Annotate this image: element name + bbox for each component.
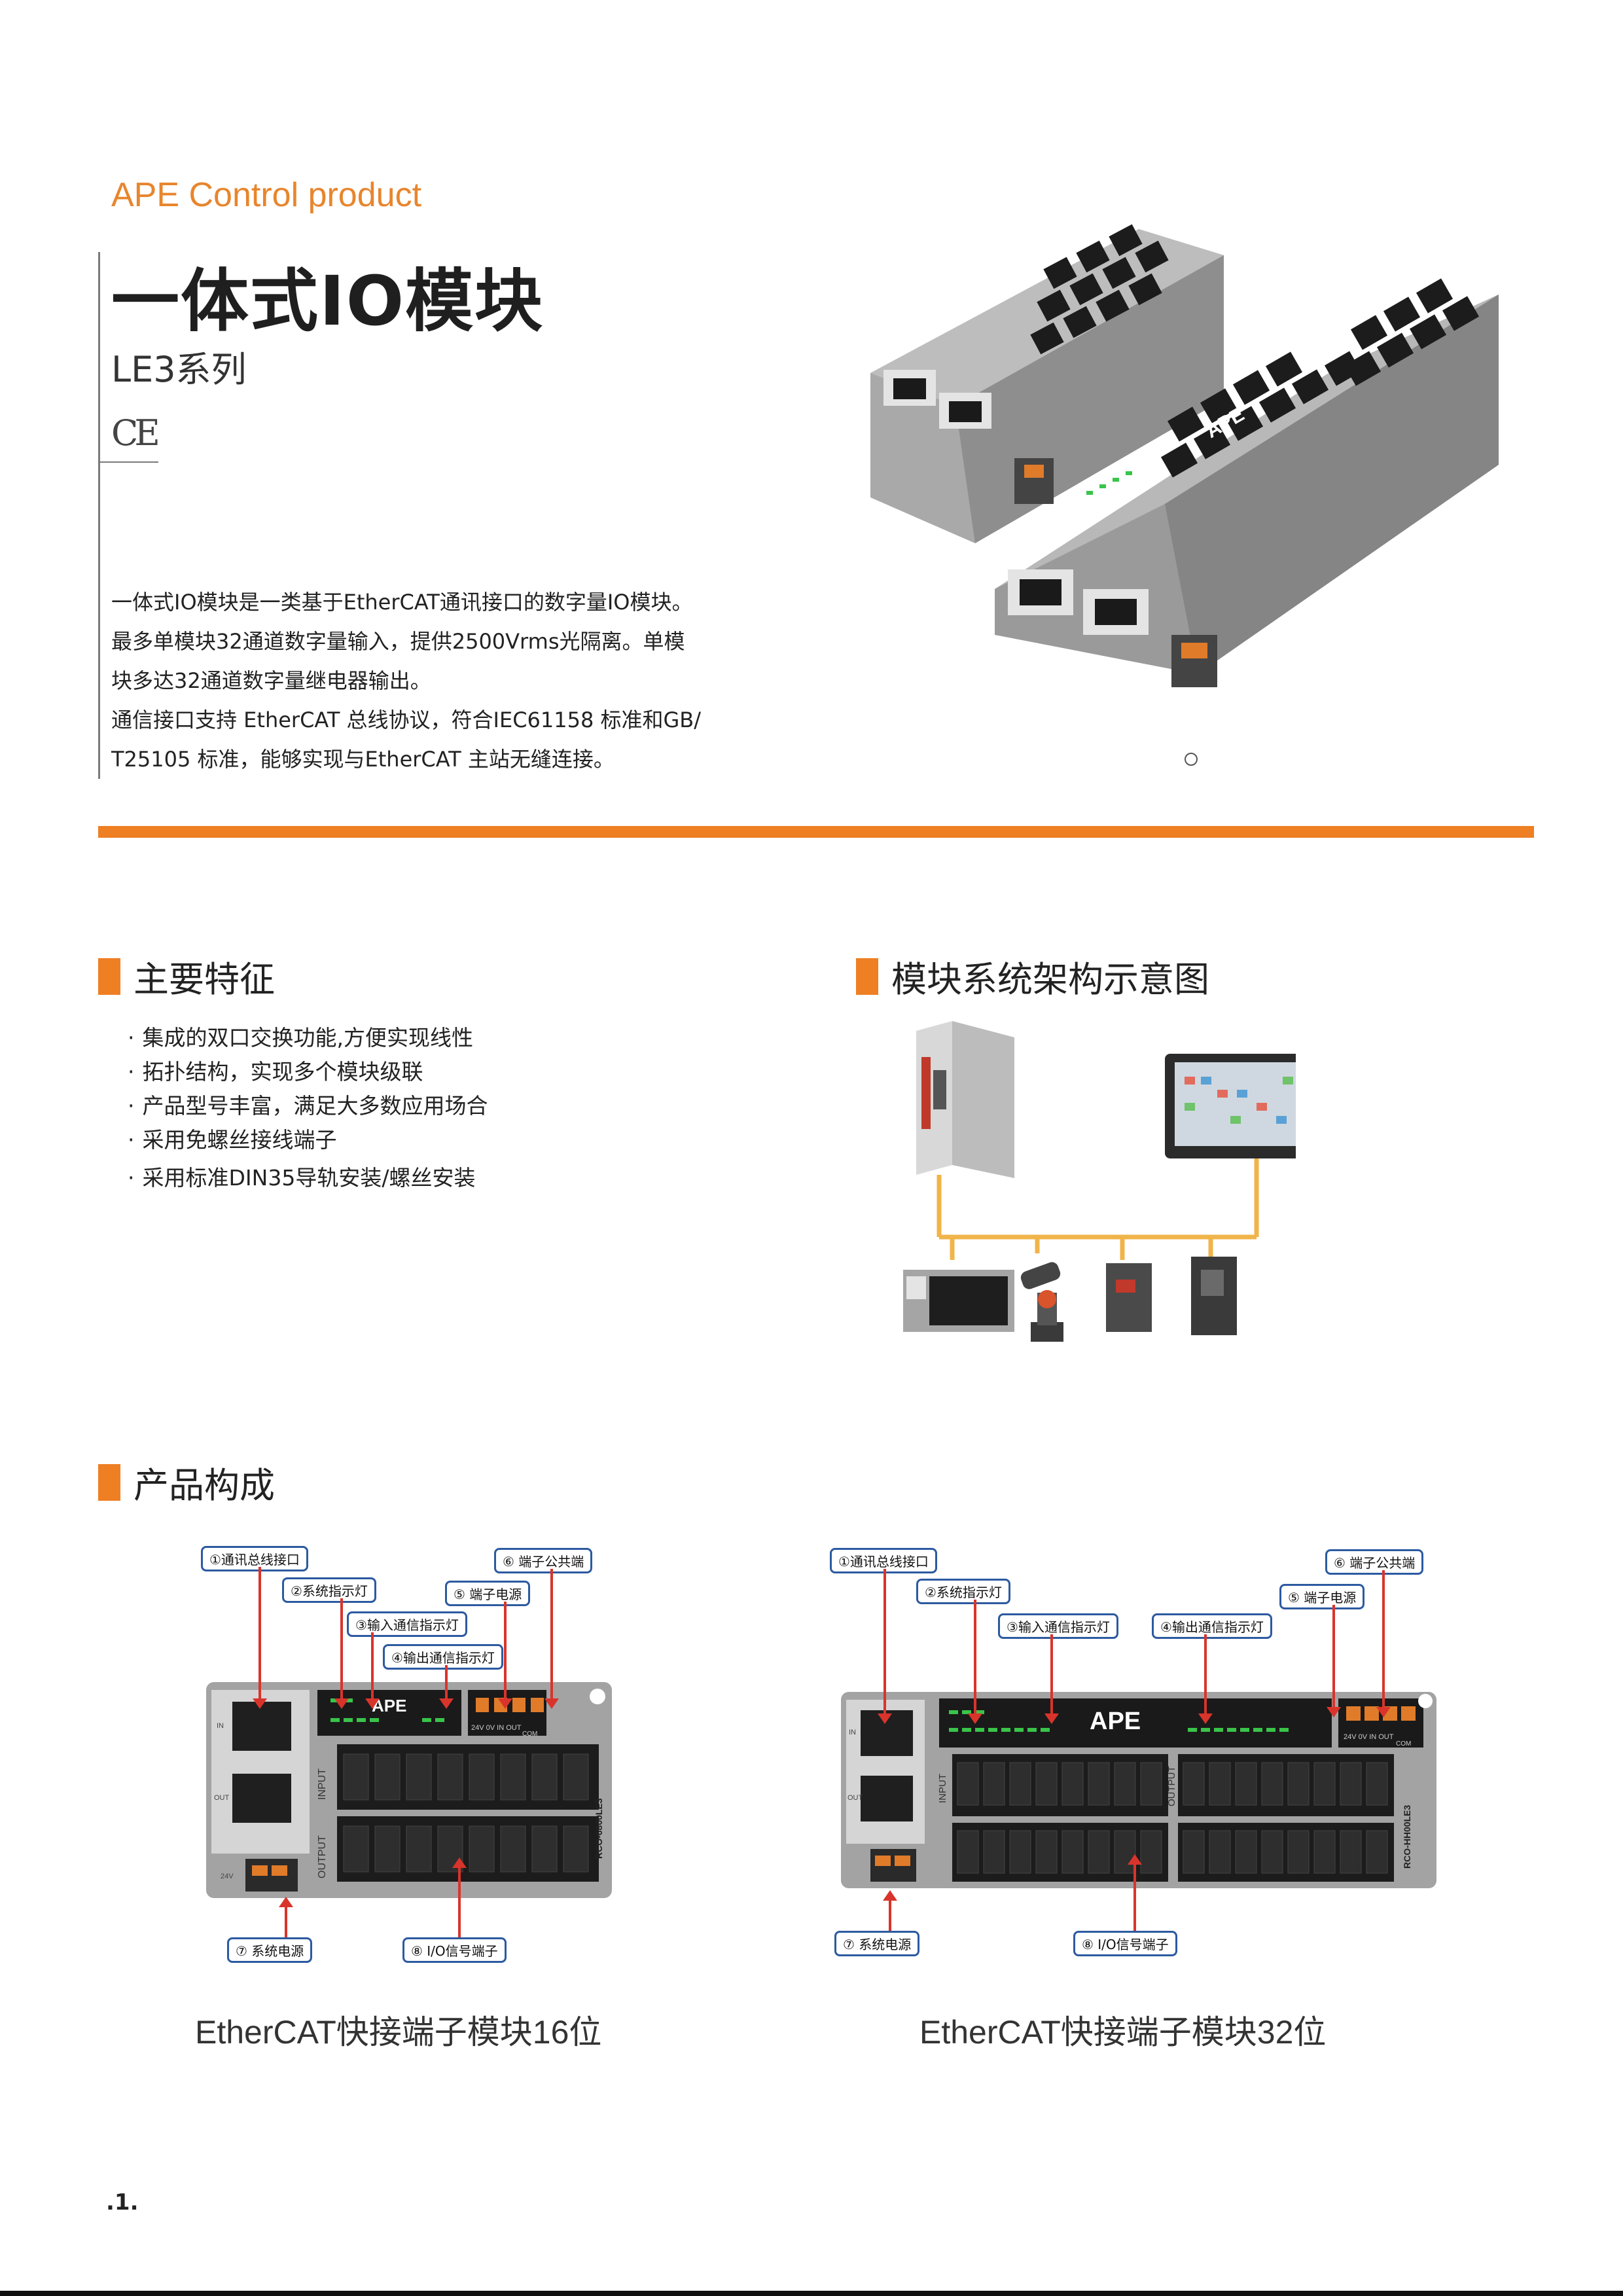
module32-power-labels: 24V 0V IN OUT [1344, 1733, 1394, 1741]
arrow [365, 1632, 380, 1709]
module16-row-output: OUTPUT [317, 1835, 328, 1878]
arrow [883, 1890, 897, 1956]
callout-output-led: ④输出通信指示灯 [1152, 1613, 1272, 1639]
module16-figure: APE 24V 0V IN OUT COM INPUT OUTPUT RCO-6… [200, 1545, 625, 1964]
arrow [1327, 1605, 1341, 1717]
hero-product-image: APE [870, 224, 1499, 766]
arrow [498, 1602, 512, 1709]
intro-line: 一体式IO模块是一类基于EtherCAT通讯接口的数字量IO模块。 [111, 590, 693, 615]
callout-terminal-common: ⑥ 端子公共端 [494, 1548, 593, 1573]
intro-paragraph: 一体式IO模块是一类基于EtherCAT通讯接口的数字量IO模块。 最多单模块3… [111, 583, 740, 779]
callout-bus-interface: ①通讯总线接口 [830, 1548, 937, 1573]
intro-line: 块多达32通道数字量继电器输出。 [111, 668, 431, 693]
arrow [1198, 1634, 1213, 1724]
series-name: LE3系列 [111, 349, 247, 390]
callout-system-led: ②系统指示灯 [282, 1577, 376, 1603]
servo-drive-icon [1106, 1263, 1152, 1332]
module16-port-out-label: OUT [214, 1794, 230, 1802]
heading-text: 产品构成 [134, 1465, 275, 1506]
composition-heading: 产品构成 [98, 1456, 275, 1508]
arrow [439, 1665, 454, 1709]
module32-caption: EtherCAT快接端子模块32位 [919, 2014, 1327, 2051]
brand-line: APE Control product [111, 176, 422, 214]
arrow [334, 1598, 349, 1709]
module16-com-label: COM [522, 1731, 537, 1738]
module32-illustration: APE 24V 0V IN OUT COM INPUT OUTPUT RCO-H… [841, 1692, 1436, 1888]
callout-terminal-power: ⑤ 端子电源 [1279, 1584, 1365, 1609]
module16-caption: EtherCAT快接端子模块16位 [195, 2014, 602, 2051]
module16-power-labels: 24V 0V IN OUT [471, 1724, 522, 1732]
module32-port-out-label: OUT [847, 1794, 863, 1802]
feature-item: 采用免螺丝接线端子 [128, 1123, 488, 1157]
arrow [878, 1569, 892, 1724]
features-heading: 主要特征 [98, 950, 275, 1002]
feature-item: 产品型号丰富，满足大多数应用场合 [128, 1089, 488, 1123]
callout-system-led: ②系统指示灯 [916, 1579, 1010, 1604]
arrow [1376, 1570, 1391, 1717]
arrow [1044, 1634, 1059, 1724]
callout-input-led: ③输入通信指示灯 [347, 1611, 467, 1637]
page-number: .1. [106, 2189, 139, 2215]
intro-line: T25105 标准，能够实现与EtherCAT 主站无缝连接。 [111, 747, 615, 772]
callout-bus-interface: ①通讯总线接口 [201, 1546, 308, 1571]
robot-arm-icon [1020, 1262, 1063, 1342]
front-module: APE [995, 278, 1499, 766]
arrow [253, 1567, 267, 1709]
module32-com-label: COM [1396, 1740, 1411, 1748]
module16-model-label: RCO-6800LE3 [594, 1798, 604, 1859]
left-vertical-rule [98, 252, 100, 779]
ce-mark: CE [111, 412, 160, 454]
module32-figure: APE 24V 0V IN OUT COM INPUT OUTPUT RCO-H… [825, 1545, 1446, 1964]
io-module-icon [903, 1270, 1014, 1332]
ethercat-bus-lines [936, 1158, 1259, 1260]
back-module [870, 224, 1224, 543]
module16-illustration: APE 24V 0V IN OUT COM INPUT OUTPUT RCO-6… [206, 1682, 612, 1898]
module16-sys-power-label: 24V [221, 1873, 234, 1880]
module16-row-input: INPUT [317, 1768, 328, 1800]
arrow [968, 1600, 982, 1724]
heading-marker [856, 958, 878, 995]
module32-model-label: RCO-HH00LE3 [1402, 1805, 1412, 1869]
callout-system-power: ⑦ 系统电源 [834, 1931, 920, 1956]
module32-row-input: INPUT [937, 1774, 948, 1803]
hmi-touchscreen-icon [1165, 1054, 1296, 1158]
features-list: 集成的双口交换功能,方便实现线性 拓扑结构，实现多个模块级联 产品型号丰富，满足… [128, 1021, 488, 1195]
heading-text: 模块系统架构示意图 [891, 959, 1209, 1000]
heading-marker [98, 958, 120, 995]
intro-line: 最多单模块32通道数字量输入，提供2500Vrms光隔离。单模 [111, 629, 685, 654]
intro-line: 通信接口支持 EtherCAT 总线协议，符合IEC61158 标准和GB/ [111, 708, 702, 732]
arrow [544, 1569, 559, 1709]
bottom-rule [0, 2291, 1623, 2296]
architecture-diagram [903, 1021, 1296, 1342]
arrow [279, 1897, 293, 1962]
module32-port-in-label: IN [849, 1729, 856, 1736]
callout-io-terminal: ⑧ I/O信号端子 [402, 1937, 507, 1963]
page-title: 一体式IO模块 [111, 261, 544, 341]
motor-drive-icon [1191, 1257, 1237, 1335]
callout-output-led: ④输出通信指示灯 [383, 1644, 503, 1670]
ce-underline [98, 461, 158, 463]
heading-text: 主要特征 [134, 959, 275, 1000]
callout-system-power: ⑦ 系统电源 [227, 1937, 313, 1963]
feature-item: 拓扑结构，实现多个模块级联 [128, 1055, 488, 1089]
section-divider [98, 826, 1534, 838]
callout-io-terminal: ⑧ I/O信号端子 [1073, 1931, 1177, 1956]
architecture-heading: 模块系统架构示意图 [856, 950, 1209, 1002]
module32-brand: APE [1090, 1708, 1141, 1735]
arrow [1128, 1854, 1142, 1954]
arrow [452, 1857, 467, 1962]
callout-terminal-common: ⑥ 端子公共端 [1325, 1549, 1424, 1575]
callout-input-led: ③输入通信指示灯 [998, 1613, 1118, 1639]
module16-port-in-label: IN [217, 1722, 224, 1730]
callout-terminal-power: ⑤ 端子电源 [445, 1581, 531, 1606]
module32-row-output: OUTPUT [1166, 1766, 1177, 1806]
heading-marker [98, 1463, 120, 1501]
feature-item: 采用标准DIN35导轨安装/螺丝安装 [128, 1161, 488, 1195]
industrial-pc-icon [916, 1021, 1014, 1178]
feature-item: 集成的双口交换功能,方便实现线性 [128, 1021, 488, 1055]
